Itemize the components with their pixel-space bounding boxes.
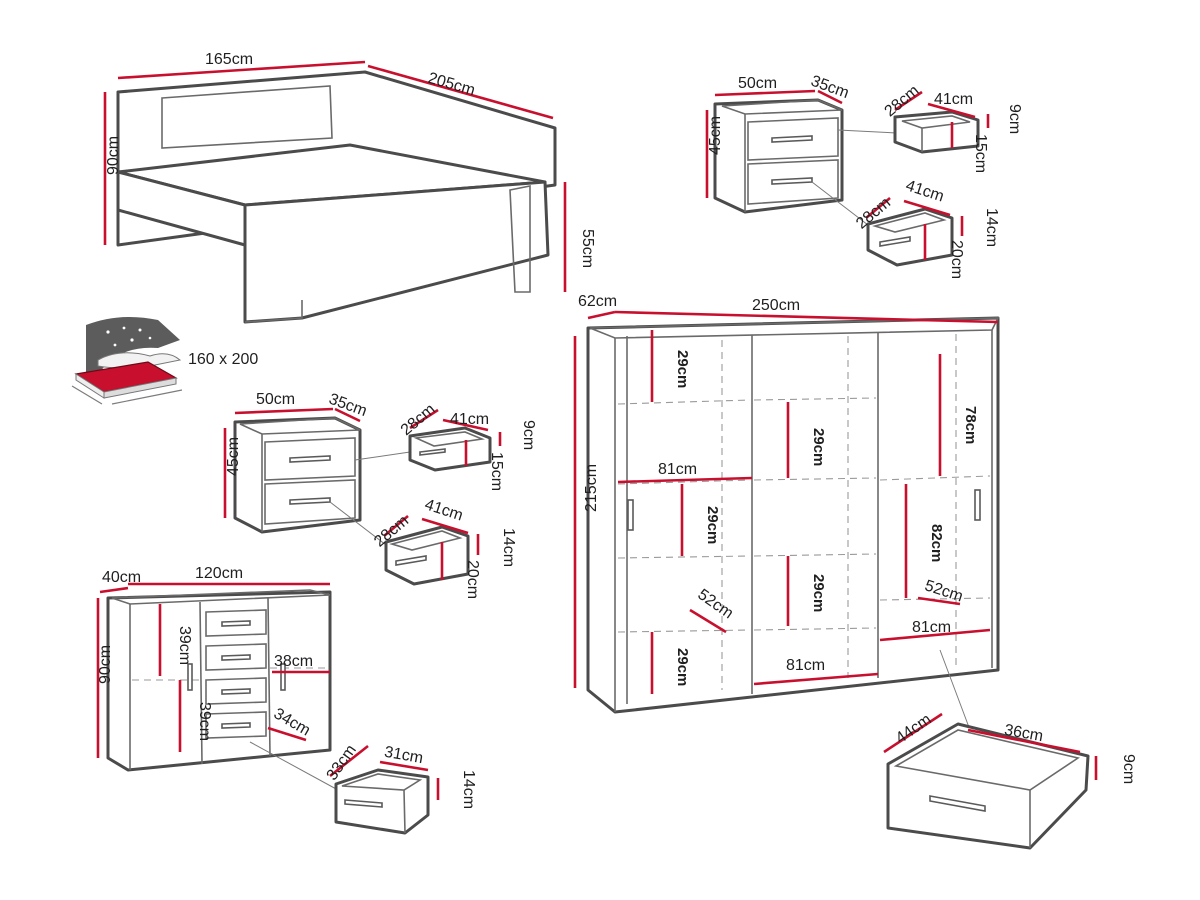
ns2-ld-height-label: 14cm <box>500 528 517 567</box>
dresser-height-label: 90cm <box>97 645 114 684</box>
ns1-height-label: 45cm <box>707 116 724 155</box>
wardrobe-drawer-height-label: 9cm <box>1120 754 1137 784</box>
bed-headboard-height-label: 90cm <box>105 136 122 175</box>
dresser-shelf-lower-label: 39cm <box>196 702 213 741</box>
mattress-icon: 160 x 200 <box>71 316 258 405</box>
ns1-ld-width-label: 41cm <box>904 177 946 205</box>
ns2-sd-inner-label: 15cm <box>488 452 505 491</box>
ns1-sd-height-label: 9cm <box>1006 104 1023 134</box>
ns1-ld-height-label: 14cm <box>983 208 1000 247</box>
ns2-sd-width-label: 41cm <box>450 411 489 428</box>
wardrobe-drawer-width-label: 36cm <box>1003 722 1044 746</box>
bed-footboard-height-label: 55cm <box>579 229 596 268</box>
nightstand-mid: 50cm 35cm 45cm 28cm 41cm 9cm 15cm 28cm 4… <box>223 391 537 599</box>
wardrobe-right-hanging-top-label: 78cm <box>962 406 979 444</box>
ns2-small-drawer <box>408 426 492 472</box>
ns1-sd-inner-label: 15cm <box>972 134 989 173</box>
wardrobe-drawer <box>886 722 1090 850</box>
wardrobe-height-label: 215cm <box>583 464 600 512</box>
bed-footboard <box>243 180 550 324</box>
ns1-width-label: 50cm <box>738 75 777 92</box>
ns2-width-label: 50cm <box>256 391 295 408</box>
ns1-ld-inner-label: 20cm <box>948 240 965 279</box>
mattress-size-label: 160 x 200 <box>188 351 258 368</box>
wardrobe-center-width-label: 81cm <box>786 657 825 674</box>
ns2-sd-height-label: 9cm <box>520 420 537 450</box>
dresser-door-width-label: 38cm <box>274 653 313 670</box>
dresser-depth-label: 40cm <box>102 569 141 586</box>
wardrobe-center-shelf-bottom-label: 29cm <box>810 574 827 612</box>
dresser-width-label: 120cm <box>195 565 243 582</box>
ns2-ld-inner-label: 20cm <box>464 560 481 599</box>
wardrobe-left-width-label: 81cm <box>658 461 697 478</box>
dresser-drawer-height-label: 14cm <box>460 770 477 809</box>
nightstand-top: 50cm 35cm 45cm 28cm 41cm 9cm 15cm 28cm 4… <box>705 73 1023 279</box>
ns2-height-label: 45cm <box>225 437 242 476</box>
wardrobe: 62cm 250cm 215cm 29cm 29cm 29cm 81cm 52c… <box>573 293 1137 850</box>
wardrobe-depth-label: 62cm <box>578 293 617 310</box>
bed-width-label: 165cm <box>205 51 253 68</box>
wardrobe-left-shelf-top-label: 29cm <box>674 350 691 388</box>
dresser: 40cm 120cm 90cm 39cm 39cm 38cm 34cm 33cm… <box>96 565 477 835</box>
bed-drawing: 165cm 205cm 90cm 55cm <box>103 51 596 324</box>
wardrobe-width-label: 250cm <box>752 297 800 314</box>
wardrobe-right-hanging-bottom-label: 82cm <box>928 524 945 562</box>
dresser-drawer-width-label: 31cm <box>383 744 424 768</box>
wardrobe-left-shelf-mid-label: 29cm <box>704 506 721 544</box>
wardrobe-right-width-label: 81cm <box>912 619 951 636</box>
wardrobe-left-shelf-bottom-label: 29cm <box>674 648 691 686</box>
wardrobe-center-shelf-top-label: 29cm <box>810 428 827 466</box>
ns1-small-drawer <box>893 110 980 154</box>
dresser-shelf-upper-label: 39cm <box>176 626 193 665</box>
ns1-sd-width-label: 41cm <box>934 91 973 108</box>
